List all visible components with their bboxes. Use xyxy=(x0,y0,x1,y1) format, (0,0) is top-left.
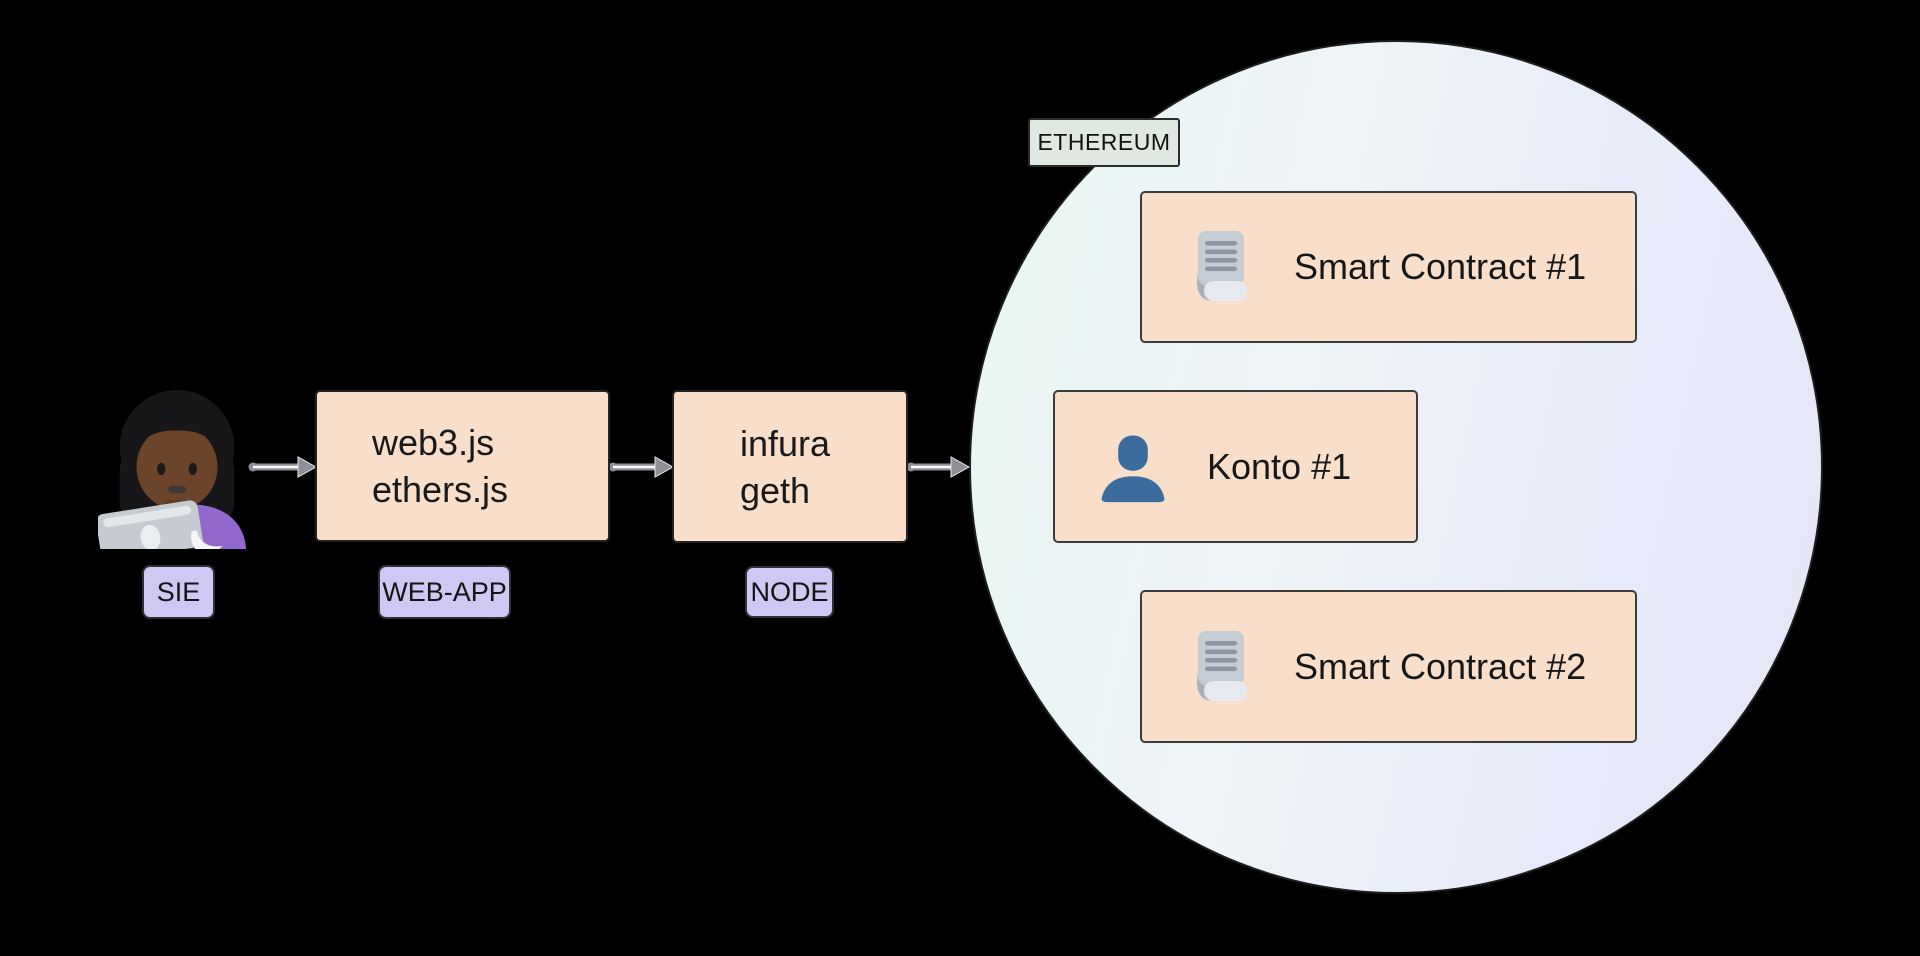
actor-tag: SIE xyxy=(142,565,215,619)
node-tag: NODE xyxy=(745,566,834,618)
actor-tag-label: SIE xyxy=(156,576,201,607)
node-line-1: infura xyxy=(740,422,831,464)
web-app-node-text: web3.js ethers.js xyxy=(372,419,508,513)
smart-contract-1-node[interactable]: Smart Contract #1 xyxy=(1140,191,1637,343)
ethereum-tag-label: ETHEREUM xyxy=(1037,129,1171,155)
user-actor-node[interactable] xyxy=(96,386,256,566)
arrow-node-to-ethereum xyxy=(906,456,971,478)
web-app-line-2: ethers.js xyxy=(372,469,509,510)
ethereum-tag: ETHEREUM xyxy=(1028,118,1180,167)
smart-contract-2-label: Smart Contract #2 xyxy=(1294,645,1587,687)
node-node-text: infura geth xyxy=(740,420,830,514)
arrow-user-to-webapp xyxy=(248,456,318,478)
konto-1-label: Konto #1 xyxy=(1207,445,1352,487)
arrow-webapp-to-node xyxy=(608,456,675,478)
scroll-icon xyxy=(1180,227,1260,307)
person-icon xyxy=(1093,428,1173,506)
node-line-2: geth xyxy=(740,469,811,511)
woman-technologist-icon xyxy=(96,389,256,566)
smart-contract-2-node[interactable]: Smart Contract #2 xyxy=(1140,590,1637,743)
konto-1-node[interactable]: Konto #1 xyxy=(1053,390,1418,543)
web-app-node[interactable]: web3.js ethers.js xyxy=(315,390,610,542)
web-app-tag-label: WEB-APP xyxy=(382,576,507,607)
web-app-tag: WEB-APP xyxy=(378,565,511,619)
smart-contract-1-label: Smart Contract #1 xyxy=(1294,246,1587,287)
node-tag-label: NODE xyxy=(750,576,829,607)
scroll-icon xyxy=(1180,627,1260,707)
node-node[interactable]: infura geth xyxy=(672,390,908,543)
web-app-line-1: web3.js xyxy=(372,422,495,463)
